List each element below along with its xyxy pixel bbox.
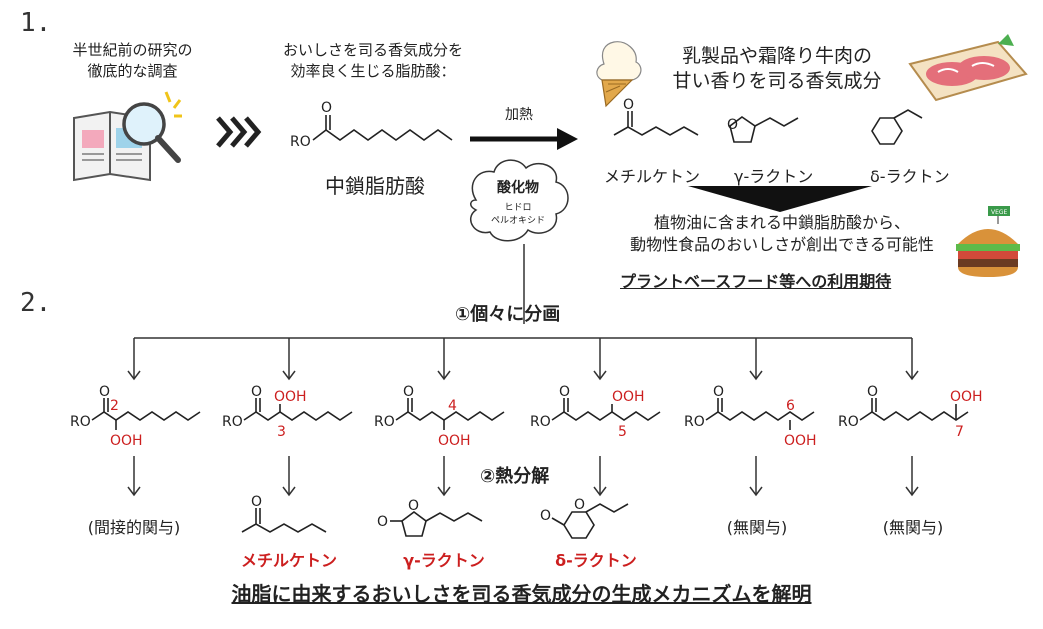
heating-label: 加熱 [505,107,533,123]
svg-text:3: 3 [277,424,286,440]
svg-text:7: 7 [955,424,964,440]
research-line-2: 徹底的な調査 [87,62,178,80]
aroma-title-line-2: 甘い香りを司る香気成分 [672,70,882,92]
mcfa-label: 中鎖脂肪酸 [325,174,425,198]
mcfa-ro: RO [290,134,311,150]
product-gamma-lactone: γ-ラクトン [734,167,814,186]
outcome-none-1: (無関与) [726,518,788,537]
hydroperoxide-2: RO O OOH 2 [70,384,201,449]
oxide-sub-1: ヒドロ [504,202,531,213]
hydroperoxide-7: RO O OOH 7 [838,384,983,440]
gamma-o-ring: O [727,117,738,133]
oxide-title: 酸化物 [497,179,539,196]
svg-text:6: 6 [786,398,795,414]
svg-text:O: O [403,384,414,400]
aroma-title: 乳製品や霜降り牛肉の 甘い香りを司る香気成分 [652,44,902,94]
svg-text:OOH: OOH [784,433,817,449]
top-products-structures: O O [613,97,923,145]
svg-text:RO: RO [70,414,91,430]
svg-text:4: 4 [448,398,457,414]
svg-text:O: O [99,384,110,400]
svg-text:OOH: OOH [438,433,471,449]
hydroperoxide-structures: RO O OOH 2 RO O OOH 3 RO O OOH 4 RO O OO… [70,384,983,449]
bottom-products-structures: O O O O O [241,494,629,539]
svg-text:O: O [540,508,551,524]
product-methylketone: メチルケトン [604,167,701,186]
svg-text:2: 2 [110,398,119,414]
svg-text:OOH: OOH [110,433,143,449]
fatty-line-1: おいしさを司る香気成分を [282,41,463,59]
ice-cream-icon [596,41,642,108]
aroma-title-line-1: 乳製品や霜降り牛肉の [681,45,872,67]
svg-text:RO: RO [838,414,859,430]
svg-text:RO: RO [222,414,243,430]
conclusion-text: 植物油に含まれる中鎖脂肪酸から、 動物性食品のおいしさが創出できる可能性 [602,212,962,256]
step2-label: ②熱分解 [480,466,550,487]
expectation-text: プラントベースフード等への利用期待 [620,272,892,291]
fatty-acid-text: おいしさを司る香気成分を 効率良く生じる脂肪酸： [258,40,488,82]
svg-text:O: O [251,384,262,400]
section-number-1: 1. [20,8,52,38]
conclusion-line-2: 動物性食品のおいしさが創出できる可能性 [630,235,934,254]
outcome-methylketone: メチルケトン [240,551,337,570]
svg-text:OOH: OOH [274,389,307,405]
mcfa-o: O [321,100,332,116]
svg-text:RO: RO [684,414,705,430]
fractionation-tree [127,337,919,381]
fatty-line-2: 効率良く生じる脂肪酸： [290,62,456,80]
burger-icon: VEGE [956,206,1020,277]
outcome-none-2: (無関与) [882,518,944,537]
final-statement: 油脂に由来するおいしさを司る香気成分の生成メカニズムを解明 [231,582,812,606]
svg-text:5: 5 [618,424,627,440]
svg-text:O: O [377,514,388,530]
hydroperoxide-3: RO O OOH 3 [222,384,353,440]
svg-text:RO: RO [374,414,395,430]
mcfa-structure: RO O [290,100,453,150]
research-line-1: 半世紀前の研究の [72,41,193,59]
heating-arrow [470,128,578,150]
product-delta-lactone: δ-ラクトン [870,167,950,186]
oxide-cloud: 酸化物 ヒドロ ペルオキシド [470,159,569,324]
svg-text:O: O [713,384,724,400]
svg-text:RO: RO [530,414,551,430]
meat-tray-icon [908,34,1028,102]
hydroperoxide-5: RO O OOH 5 [530,384,661,440]
conclusion-line-1: 植物油に含まれる中鎖脂肪酸から、 [653,213,910,232]
svg-text:OOH: OOH [950,389,983,405]
svg-text:O: O [559,384,570,400]
section-number-2: 2. [20,288,52,318]
magnifier-book-icon [73,91,182,182]
hydroperoxide-4: RO O OOH 4 [374,384,505,449]
svg-text:O: O [251,494,262,510]
outcome-indirect: (間接的関与) [87,518,181,537]
hydroperoxide-6: RO O OOH 6 [684,384,817,449]
outcome-gamma-lactone: γ-ラクトン [403,551,485,570]
burger-flag-text: VEGE [991,209,1008,216]
outcome-delta-lactone: δ-ラクトン [555,551,637,570]
research-text: 半世紀前の研究の 徹底的な調査 [40,40,225,82]
svg-text:O: O [867,384,878,400]
methylketone-o: O [623,97,634,113]
down-triangle [688,186,872,212]
chevrons-icon [216,116,262,148]
svg-text:O: O [574,497,585,513]
oxide-sub-2: ペルオキシド [491,215,545,226]
svg-text:O: O [408,498,419,514]
step1-label: ①個々に分画 [455,304,561,325]
decomposition-arrows [127,456,919,497]
svg-text:OOH: OOH [612,389,645,405]
